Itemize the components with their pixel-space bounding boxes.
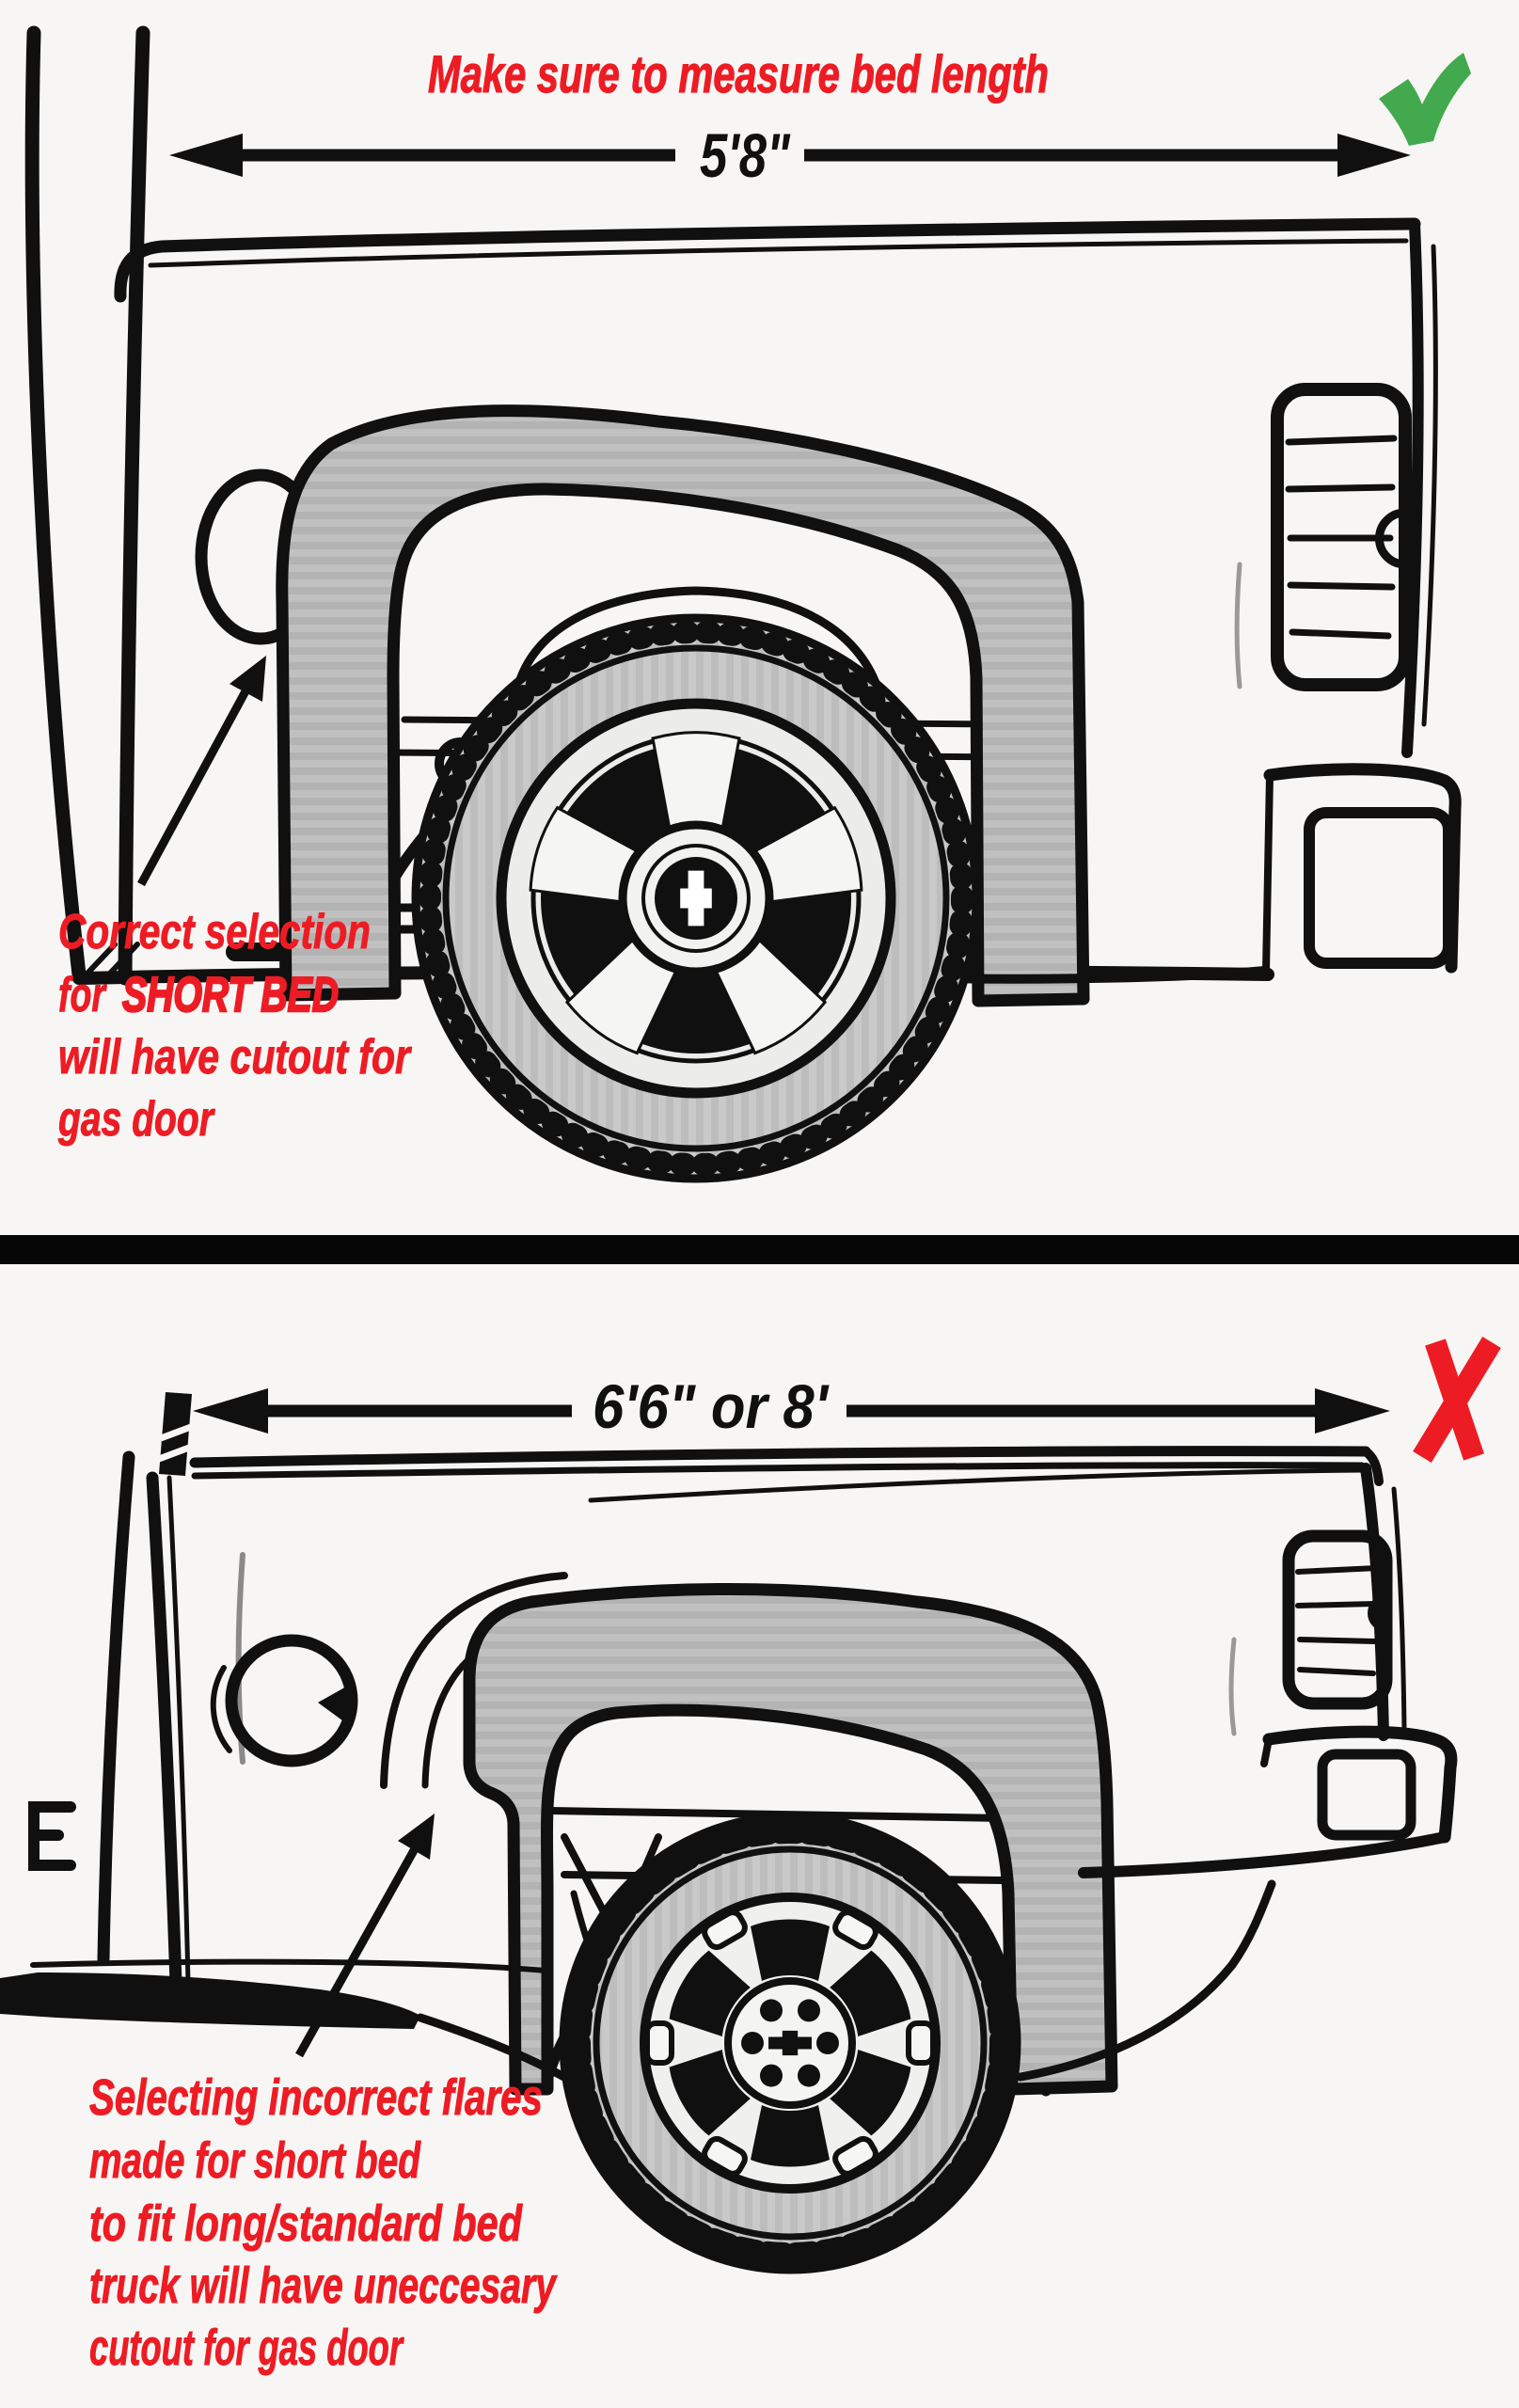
arrowhead-left-icon [169, 134, 243, 177]
arrowhead-right-icon [1315, 1388, 1390, 1434]
arrowhead-right-icon [1337, 134, 1411, 177]
svg-text:Selecting incorrect flares: Selecting incorrect flares [89, 2069, 543, 2126]
short-bed-panel: Make sure to measure bed length 5'8" [24, 25, 1471, 1183]
svg-text:cutout for gas door: cutout for gas door [89, 2320, 404, 2376]
tail-light [1282, 1529, 1393, 1710]
bed-length-dimension [169, 134, 1411, 177]
bed-length-label: 6'6" or 8' [593, 1371, 830, 1441]
section-divider [0, 1235, 1519, 1264]
wheel-long-bed [559, 1812, 1021, 2274]
annotation-text-bottom: Selecting incorrect flares made for shor… [89, 2069, 559, 2377]
tail-light [1271, 383, 1412, 691]
rear-bumper [1078, 1725, 1458, 1878]
long-bed-panel: 6'6" or 8' [0, 1235, 1519, 2377]
rear-bumper [936, 763, 1462, 984]
gas-door [210, 1634, 358, 1767]
svg-text:for: for [58, 968, 107, 1022]
wheel-short-bed [411, 613, 981, 1183]
fender-flare-short-bed [276, 404, 1090, 1007]
stake-post [157, 1392, 193, 1476]
hitch-bracket [28, 1801, 76, 1871]
svg-text:will have cutout for: will have cutout for [58, 1030, 412, 1085]
x-icon [1413, 1337, 1501, 1463]
truck-short-bed-illustration [24, 25, 1462, 1183]
svg-text:Correct selection: Correct selection [58, 905, 371, 959]
svg-text:made for short bed: made for short bed [89, 2132, 421, 2189]
fender-flare-wrong-cutout [463, 1583, 1118, 2096]
annotation-arrow-top [137, 656, 266, 887]
bed-length-label: 5'8" [700, 120, 791, 190]
svg-text:to fit long/standard bed: to fit long/standard bed [89, 2195, 523, 2252]
annotation-arrow-bottom [295, 1814, 435, 2058]
svg-text:truck will have uneccesary: truck will have uneccesary [89, 2258, 558, 2314]
check-icon [1379, 53, 1471, 146]
annotation-text-top: Correct selection for SHORT BED will hav… [57, 905, 413, 1148]
measure-heading: Make sure to measure bed length [428, 44, 1049, 103]
short-bed-emphasis: SHORT BED [122, 968, 339, 1022]
underbody [0, 1879, 1276, 2084]
svg-text:gas door: gas door [57, 1092, 215, 1147]
arrowhead-left-icon [193, 1388, 268, 1434]
truck-long-bed-illustration [0, 1446, 1458, 2274]
bed-length-dimension [193, 1388, 1390, 1434]
